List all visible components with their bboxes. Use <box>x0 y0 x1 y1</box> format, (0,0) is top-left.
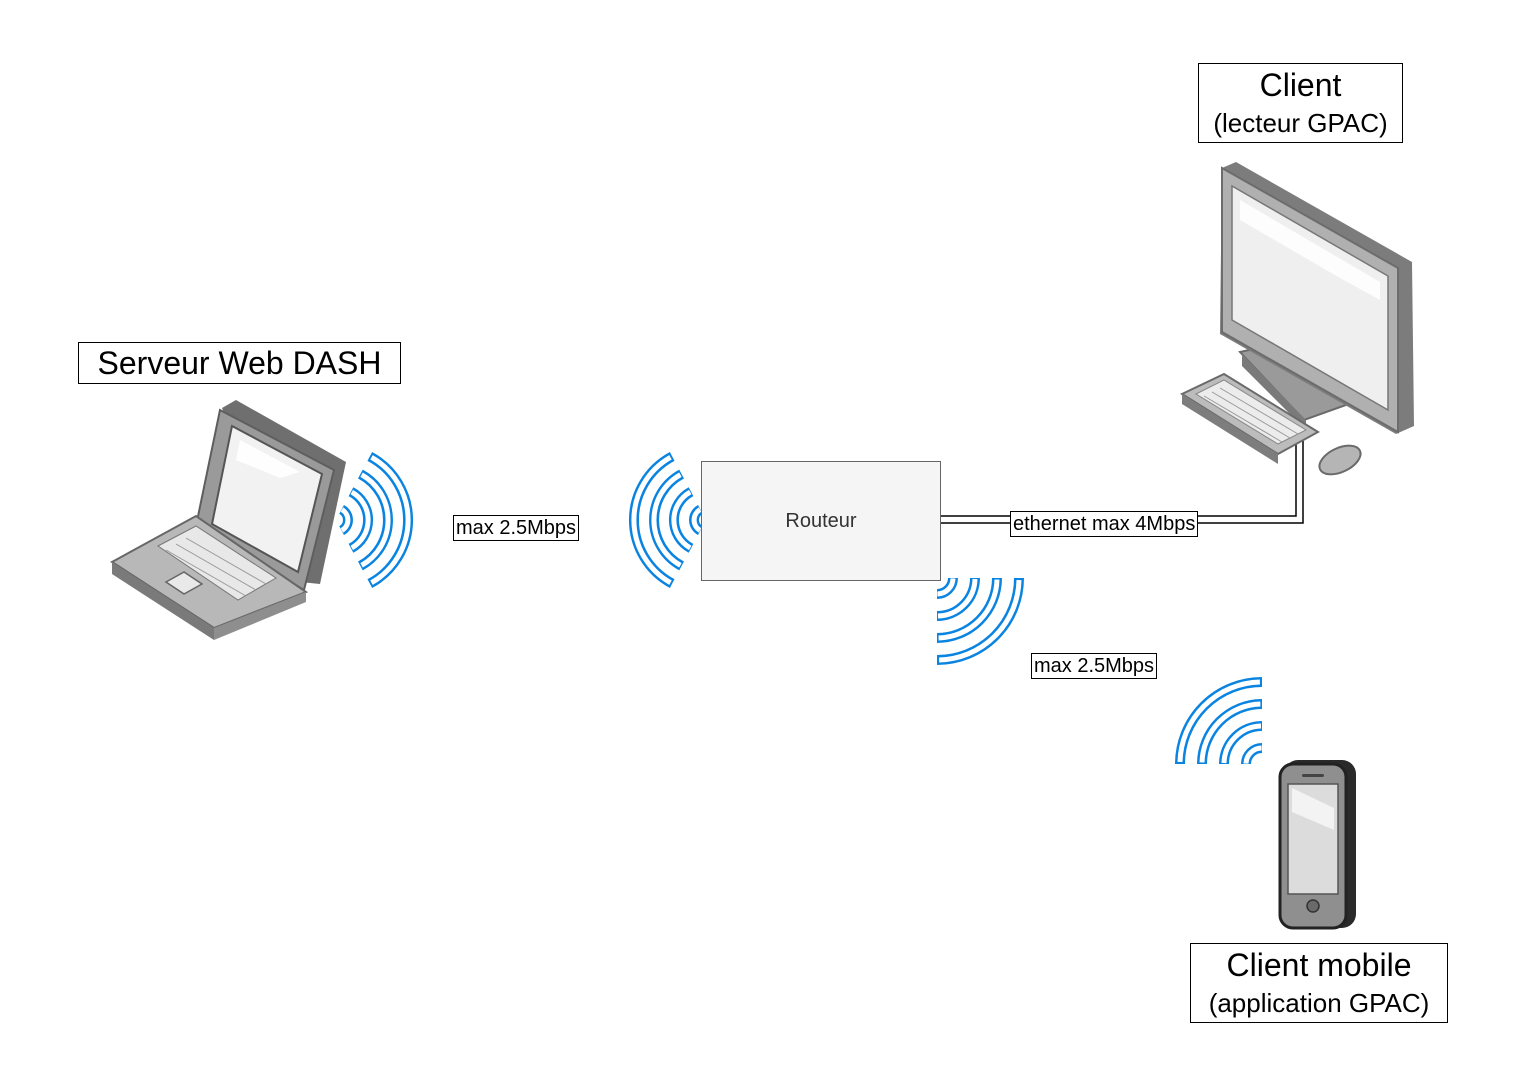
wireless-signal-icon <box>1175 677 1263 765</box>
wireless-arc-inner <box>1199 701 1261 763</box>
desktop-computer-icon <box>1179 162 1414 476</box>
wireless-signal-icon <box>629 451 704 589</box>
wireless-arc-inner <box>360 472 391 568</box>
wireless-arc-inner <box>1177 679 1260 762</box>
link-label-router-client: ethernet max 4Mbps <box>1010 511 1199 537</box>
mobile-client-subtitle: (application GPAC) <box>1208 988 1430 1018</box>
wireless-arc-inner <box>1243 745 1262 764</box>
wireless-arc-inner <box>691 507 702 533</box>
router-node[interactable]: Routeur <box>701 461 941 581</box>
wireless-arc-inner <box>671 489 692 551</box>
mobile-client-label: Client mobile (application GPAC) <box>1190 943 1448 1023</box>
link-label-server-router: max 2.5Mbps <box>453 515 580 541</box>
wireless-signal-icon <box>338 451 413 589</box>
client-label: Client (lecteur GPAC) <box>1198 63 1403 143</box>
wireless-arc-inner <box>937 578 956 597</box>
mobile-client-title: Client mobile <box>1226 947 1412 983</box>
client-title: Client <box>1259 67 1342 103</box>
wireless-signal-icon <box>936 577 1024 665</box>
wireless-arc-inner <box>1221 723 1262 764</box>
server-label: Serveur Web DASH <box>78 342 401 384</box>
wireless-arc-inner <box>937 578 978 619</box>
smartphone-icon <box>1278 760 1356 930</box>
wireless-arc-inner <box>370 455 411 585</box>
wireless-arc-inner <box>651 472 682 568</box>
laptop-icon <box>110 400 346 640</box>
link-label-router-mobile: max 2.5Mbps <box>1031 653 1158 679</box>
client-subtitle: (lecteur GPAC) <box>1213 108 1388 138</box>
wireless-arc-inner <box>350 489 371 551</box>
wireless-arc-inner <box>631 455 672 585</box>
wireless-arc-inner <box>939 580 1022 663</box>
wireless-arc-inner <box>938 579 1000 641</box>
router-label: Routeur <box>785 509 857 532</box>
wireless-arc-inner <box>340 507 351 533</box>
server-title: Serveur Web DASH <box>97 345 382 381</box>
